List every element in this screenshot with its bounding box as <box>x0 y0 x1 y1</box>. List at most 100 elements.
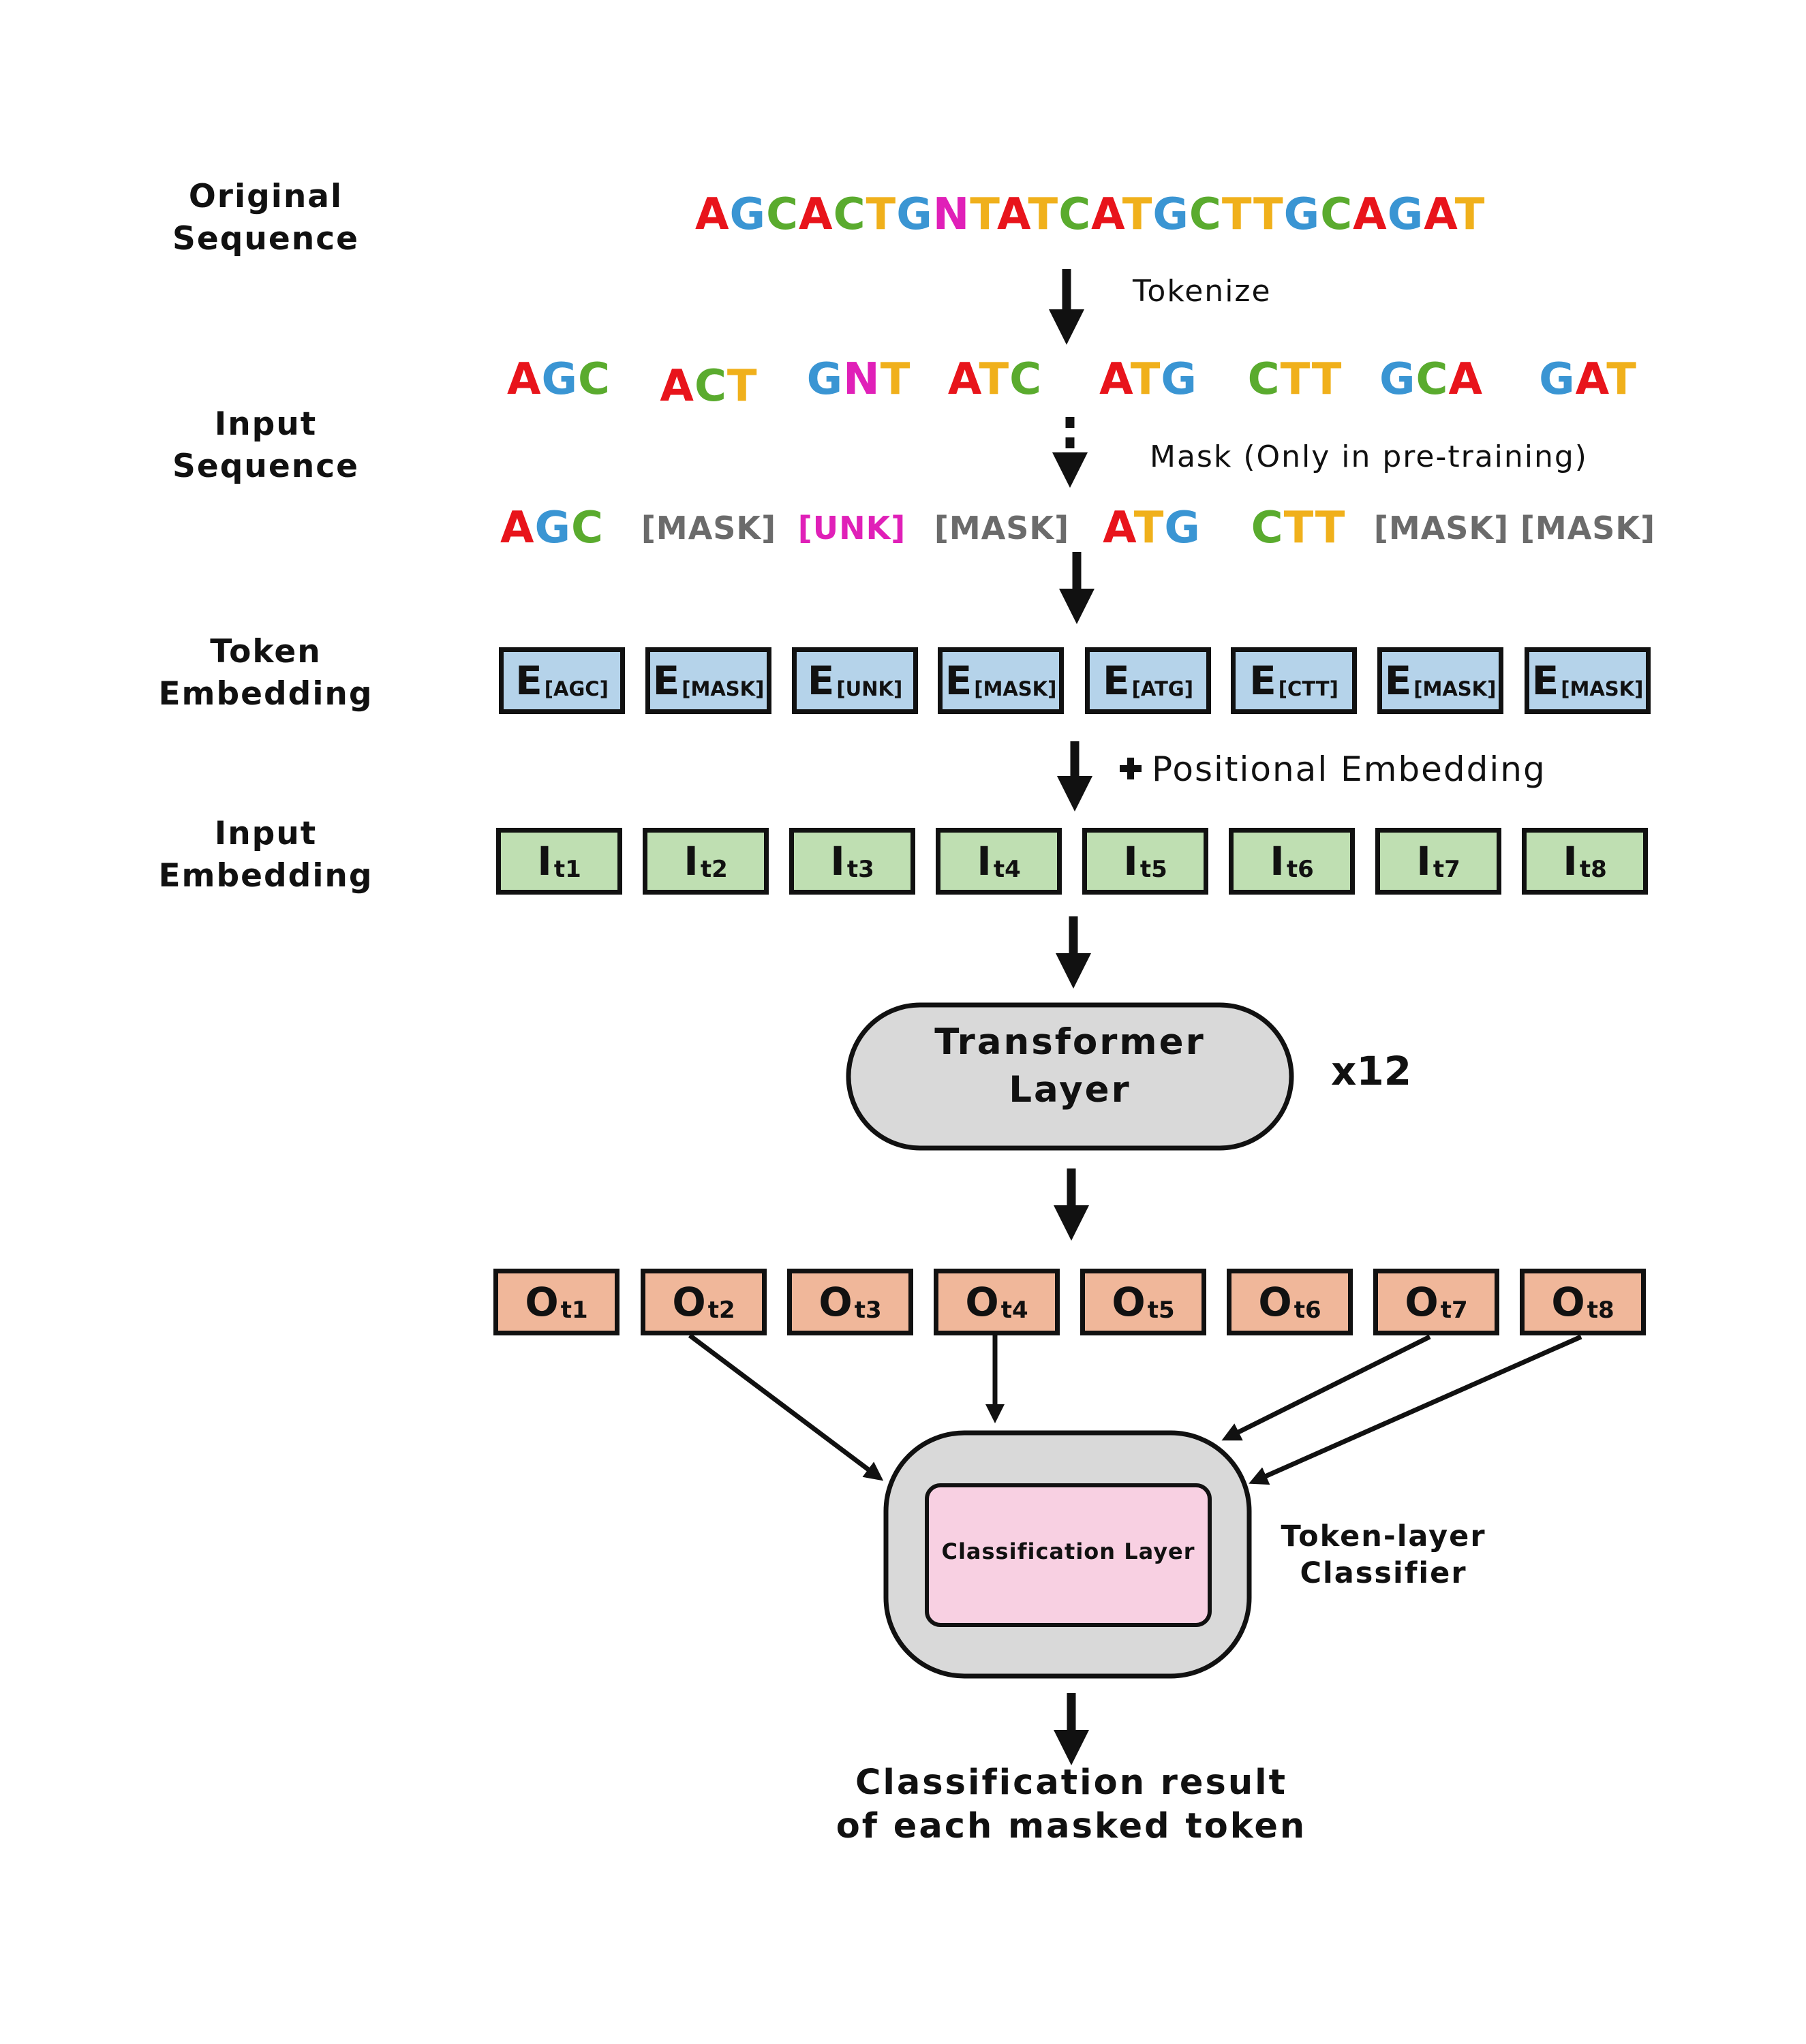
nucleotide: G <box>534 503 572 553</box>
output-box-symbol: O <box>1405 1279 1439 1325</box>
nucleotide: C <box>1247 354 1281 405</box>
nucleotide: T <box>970 189 997 240</box>
masked-row-token: CTT <box>1227 503 1370 553</box>
token-embedding-box: E[MASK] <box>1525 647 1651 714</box>
nucleotide: T <box>1283 503 1315 553</box>
label-token-embedding: Token Embedding <box>129 631 402 715</box>
label-line: Embedding <box>158 675 373 713</box>
nucleotide: G <box>1164 503 1201 553</box>
token-embedding-box: E[MASK] <box>938 647 1064 714</box>
nucleotide: G <box>1387 189 1424 240</box>
classification-layer-shape <box>925 1483 1212 1627</box>
transformer-layer-shape <box>846 1002 1294 1151</box>
token: GAT <box>1516 354 1659 405</box>
mask-label: Mask (Only in pre-training) <box>1150 439 1588 474</box>
label-line: Original <box>188 178 343 215</box>
token-embedding-box-subscript: [AGC] <box>544 677 609 700</box>
input-embedding-box-subscript: t8 <box>1579 856 1607 883</box>
nucleotide: C <box>578 354 611 405</box>
arrow-ot2-classifier <box>688 1333 884 1481</box>
label-line: Sequence <box>172 220 359 258</box>
result-line2: of each masked token <box>836 1806 1307 1846</box>
arrow-ot8-classifier <box>1249 1334 1582 1485</box>
token-embedding-box-symbol: E <box>515 657 542 704</box>
classifier-label-line2: Classifier <box>1300 1556 1467 1590</box>
output-box-symbol: O <box>1258 1279 1292 1325</box>
nucleotide: G <box>541 354 579 405</box>
nucleotide: A <box>1099 354 1131 405</box>
nucleotide: A <box>947 354 979 405</box>
token-embedding-box-symbol: E <box>1531 657 1559 704</box>
tokenize-label: Tokenize <box>1133 274 1272 309</box>
token-embedding-box-subscript: [MASK] <box>1561 677 1644 700</box>
input-embedding-box-symbol: I <box>684 838 699 884</box>
token-embedding-box: E[MASK] <box>645 647 771 714</box>
result-line1: Classification result <box>855 1763 1288 1803</box>
input-embedding-box-subscript: t1 <box>553 856 581 883</box>
special-token: [MASK] <box>934 510 1070 546</box>
nucleotide: C <box>833 189 866 240</box>
nucleotide: G <box>1379 354 1416 405</box>
nucleotide: A <box>1091 189 1122 240</box>
output-box-symbol: O <box>1112 1279 1146 1325</box>
token-embedding-box-symbol: E <box>1103 657 1130 704</box>
nucleotide: T <box>866 189 897 240</box>
masked-row-token: ATG <box>1080 503 1223 553</box>
token-embedding-box-subscript: [ATG] <box>1131 677 1193 700</box>
token-embedding-box-subscript: [CTT] <box>1278 677 1338 700</box>
special-token: [MASK] <box>641 510 777 546</box>
nucleotide: A <box>1448 354 1484 405</box>
nucleotide: C <box>1189 189 1222 240</box>
nucleotide: C <box>1058 189 1092 240</box>
special-token: [UNK] <box>797 510 906 546</box>
token-embedding-box: E[UNK] <box>792 647 918 714</box>
nucleotide: G <box>1161 354 1197 405</box>
nucleotide: T <box>1221 189 1253 240</box>
nucleotide: T <box>1315 503 1346 553</box>
input-embedding-box-subscript: t7 <box>1433 856 1460 883</box>
input-embedding-box-symbol: I <box>977 838 992 884</box>
output-box-subscript: t1 <box>560 1297 588 1324</box>
input-embedding-box-symbol: I <box>1270 838 1285 884</box>
nucleotide: T <box>1133 503 1165 553</box>
nucleotide: A <box>1353 189 1388 240</box>
original-sequence: AGCACTGNTATCATGCTTGCAGAT <box>695 189 1485 240</box>
special-token: [MASK] <box>1520 510 1656 546</box>
token-embedding-box-subscript: [MASK] <box>682 677 765 700</box>
token: GCA <box>1360 354 1503 405</box>
output-box-symbol: O <box>818 1279 853 1325</box>
input-embedding-box-subscript: t6 <box>1286 856 1314 883</box>
classification-layer-label: Classification Layer <box>941 1538 1195 1564</box>
output-box-subscript: t3 <box>854 1297 882 1324</box>
nucleotide: G <box>1152 189 1189 240</box>
classifier-label-line1: Token-layer <box>1281 1519 1486 1553</box>
nucleotide: G <box>729 189 767 240</box>
nucleotide: T <box>1028 189 1059 240</box>
nucleotide: C <box>1415 354 1449 405</box>
transformer-line1: Transformer <box>934 1021 1206 1063</box>
nucleotide: A <box>1424 189 1455 240</box>
output-box-symbol: O <box>525 1279 559 1325</box>
nucleotide: C <box>766 189 799 240</box>
nucleotide: T <box>1311 354 1343 405</box>
nucleotide: T <box>726 361 758 412</box>
output-box-subscript: t8 <box>1587 1297 1614 1324</box>
nucleotide: T <box>1130 354 1161 405</box>
input-embedding-box-symbol: I <box>830 838 845 884</box>
plus-icon <box>1120 758 1142 779</box>
classification-result: Classification result of each masked tok… <box>799 1761 1344 1848</box>
input-embedding-box-symbol: I <box>537 838 552 884</box>
token-embedding-box: E[AGC] <box>499 647 625 714</box>
